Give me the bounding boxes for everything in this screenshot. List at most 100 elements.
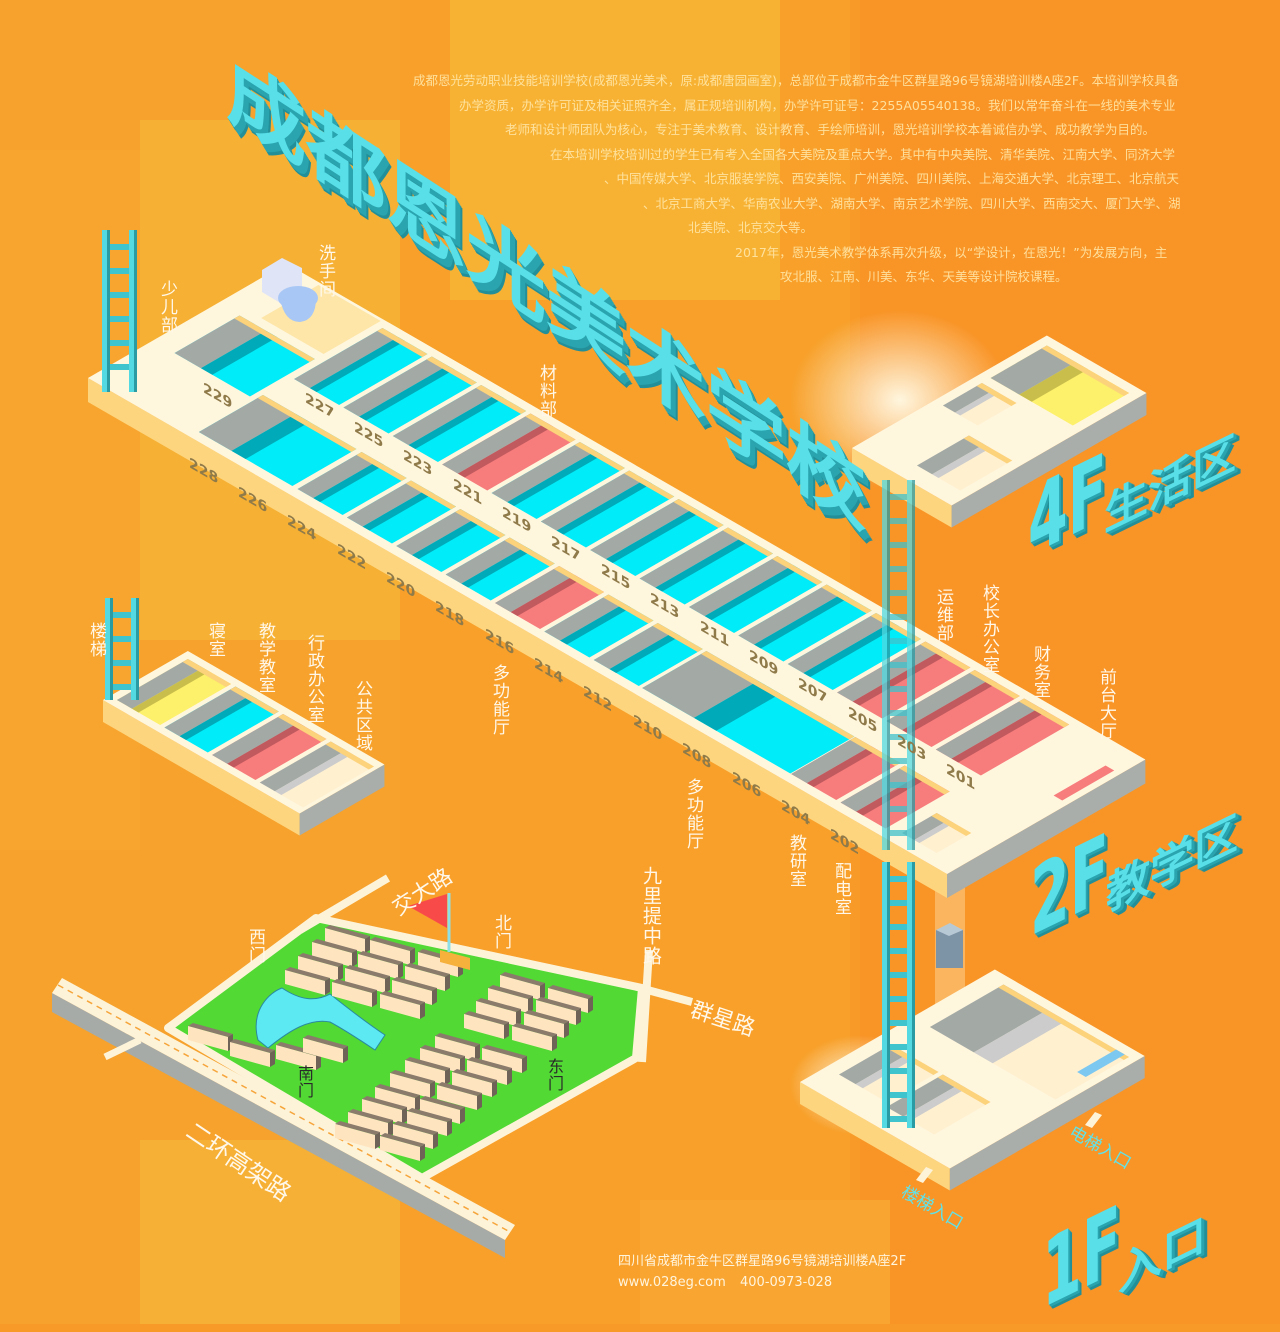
building-side	[430, 1081, 435, 1098]
building-front	[524, 1013, 564, 1038]
building-side	[507, 1068, 512, 1085]
room-shadow	[556, 479, 652, 535]
area-label: 楼梯	[86, 622, 106, 658]
room-back-wall	[1041, 345, 1130, 396]
intro-line: 2017年，恩光美术教学体系再次升级，以“学设计，在恩光！”为发展方向，主	[735, 245, 1168, 260]
slab-top	[88, 263, 1146, 874]
room-wall	[935, 698, 1040, 759]
building-roof	[437, 1082, 482, 1096]
room-back-wall	[553, 566, 605, 595]
building-block	[345, 965, 390, 993]
building-side	[372, 990, 377, 1007]
room-wall	[495, 566, 575, 613]
room-wall	[942, 383, 995, 413]
building-block	[348, 1109, 393, 1137]
room-wall	[343, 356, 448, 417]
building-roof	[358, 951, 403, 965]
building-roof	[303, 1035, 348, 1049]
slab-front-face	[852, 448, 952, 528]
building-block	[548, 985, 593, 1013]
building-front	[303, 1038, 343, 1063]
building-front	[536, 1000, 576, 1025]
building-front	[392, 980, 432, 1005]
area-label: 配电室	[831, 862, 851, 916]
building-side	[516, 1009, 521, 1026]
room-back-wall	[722, 527, 774, 557]
building-block	[390, 1070, 435, 1098]
building-front	[467, 1060, 507, 1085]
building-roof	[380, 1133, 425, 1147]
flag-base	[440, 950, 470, 970]
room-shadow	[951, 707, 1047, 763]
building-side	[475, 1044, 480, 1061]
room-wall	[396, 509, 477, 556]
room-shadow	[313, 461, 385, 502]
slab-side-face	[947, 759, 1146, 898]
room-back-wall	[525, 413, 576, 443]
intro-line: 在本培训学校培训过的学生已有考入全国各大美院及重点大学。其中有中央美院、清华美院…	[550, 147, 1176, 162]
building-side	[552, 1034, 557, 1051]
building-block	[380, 1133, 425, 1161]
building-front	[452, 1072, 492, 1097]
room-shadow	[806, 746, 878, 787]
building-front	[390, 1073, 430, 1098]
building-front	[407, 1111, 447, 1136]
building-block	[536, 997, 581, 1025]
room-wall	[787, 613, 892, 674]
building-front	[348, 1112, 388, 1137]
room-wall	[346, 480, 427, 527]
gate-label-west: 西门	[245, 928, 265, 964]
room-shadow	[955, 390, 1000, 416]
room-back-wall	[931, 813, 972, 836]
building-front	[375, 1087, 415, 1112]
building-roof	[390, 1070, 435, 1084]
building-roof	[536, 997, 581, 1011]
room-wall	[886, 1074, 960, 1117]
building-side	[385, 976, 390, 993]
room-wall	[540, 470, 646, 531]
building-side	[460, 1056, 465, 1073]
room-shadow	[510, 575, 582, 616]
intro-line: 北美院、北京交大等。	[688, 220, 814, 235]
road-qunxing	[638, 984, 694, 1006]
room-back-wall	[701, 651, 855, 740]
room-shadow	[754, 593, 850, 649]
building-side	[460, 1107, 465, 1124]
slab-side-face	[299, 764, 385, 836]
building-block	[476, 998, 521, 1026]
room-wall	[593, 623, 674, 670]
front-desk-counter	[1053, 765, 1115, 801]
room-shadow	[914, 820, 954, 843]
room-floor	[343, 356, 477, 434]
building-block	[452, 1069, 497, 1097]
building-block	[512, 1023, 557, 1051]
room-shadow	[694, 680, 781, 731]
road-label-jiuli: 九里提中路	[640, 866, 662, 966]
room-back-wall	[455, 509, 506, 538]
gate-label-south: 南门	[295, 1065, 314, 1099]
building-block	[358, 951, 403, 979]
area-label: 材料部	[536, 364, 556, 418]
room-wall	[544, 594, 625, 641]
room-wall	[840, 765, 921, 812]
room-wall	[294, 328, 399, 389]
room-back-wall	[624, 470, 675, 500]
flag-icon	[408, 894, 447, 928]
building-block	[335, 1121, 380, 1149]
building-side	[343, 1046, 348, 1063]
room-shadow	[132, 667, 210, 713]
building-front	[500, 975, 540, 1000]
road-stub	[103, 1036, 142, 1061]
elevator-icon	[936, 923, 963, 968]
building-block	[482, 1045, 527, 1073]
building-roof	[476, 998, 521, 1012]
room-shadow	[903, 1084, 967, 1121]
building-roof	[392, 977, 437, 991]
room-shadow	[227, 722, 305, 768]
intro-line: 成都恩光劳动职业技能培训学校(成都恩光美术，原:成都唐园画室)，总部位于成都市金…	[413, 73, 1180, 88]
room-shadow	[606, 508, 702, 563]
gate-label-east: 东门	[545, 1058, 564, 1092]
room-back-wall	[405, 480, 457, 510]
area-label: 少儿部	[157, 280, 177, 334]
footer-website[interactable]: www.028eg.com	[618, 1275, 726, 1290]
